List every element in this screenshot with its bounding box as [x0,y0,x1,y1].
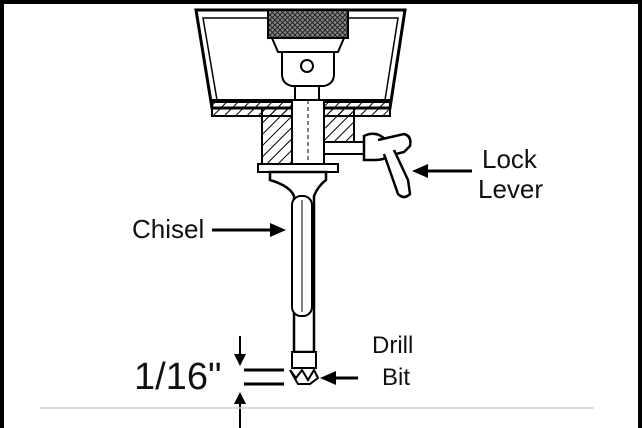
lock-label-line2: Lever [478,174,544,204]
drill-label-line2: Bit [382,364,411,391]
gap-label: 1/16" [134,356,222,398]
lock-lever [323,132,412,199]
lock-lever-label: Lock Lever [478,146,543,202]
chisel-label: Chisel [132,214,205,244]
lock-label-line1: Lock [482,144,537,174]
drill-bit-label: Drill Bit [372,334,413,390]
chuck [281,51,335,101]
drill-label-line1: Drill [372,332,414,359]
lock-lever-arrow [412,164,472,178]
chuck-sleeve [267,9,349,53]
drill-bit [289,351,320,385]
chisel-bushing [257,99,355,173]
chisel [268,170,328,354]
gap-dimension [234,336,284,428]
chisel-arrow [212,223,286,237]
drill-bit-arrow [320,371,358,385]
